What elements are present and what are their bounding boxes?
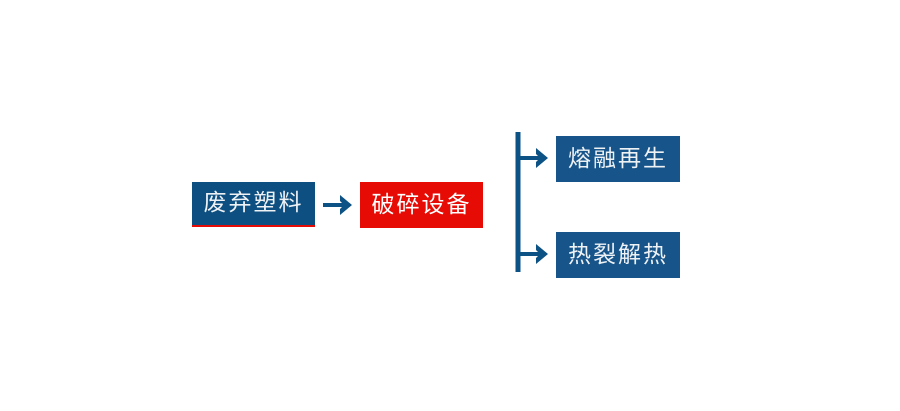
connector-source-to-process <box>320 188 356 222</box>
node-source-label: 废弃塑料 <box>203 190 304 216</box>
branch-arrow-icon <box>515 132 548 272</box>
node-outcome-top[interactable]: 熔融再生 <box>556 136 680 182</box>
node-source[interactable]: 废弃塑料 <box>192 182 315 227</box>
arrow-right-icon <box>323 195 352 215</box>
node-outcome-bottom[interactable]: 热裂解热 <box>556 232 680 278</box>
node-process[interactable]: 破碎设备 <box>360 182 483 228</box>
node-process-label: 破碎设备 <box>371 191 472 218</box>
connector-process-to-outcomes <box>508 126 564 278</box>
node-outcome-bottom-label: 热裂解热 <box>568 241 668 268</box>
node-outcome-top-label: 熔融再生 <box>568 145 668 172</box>
